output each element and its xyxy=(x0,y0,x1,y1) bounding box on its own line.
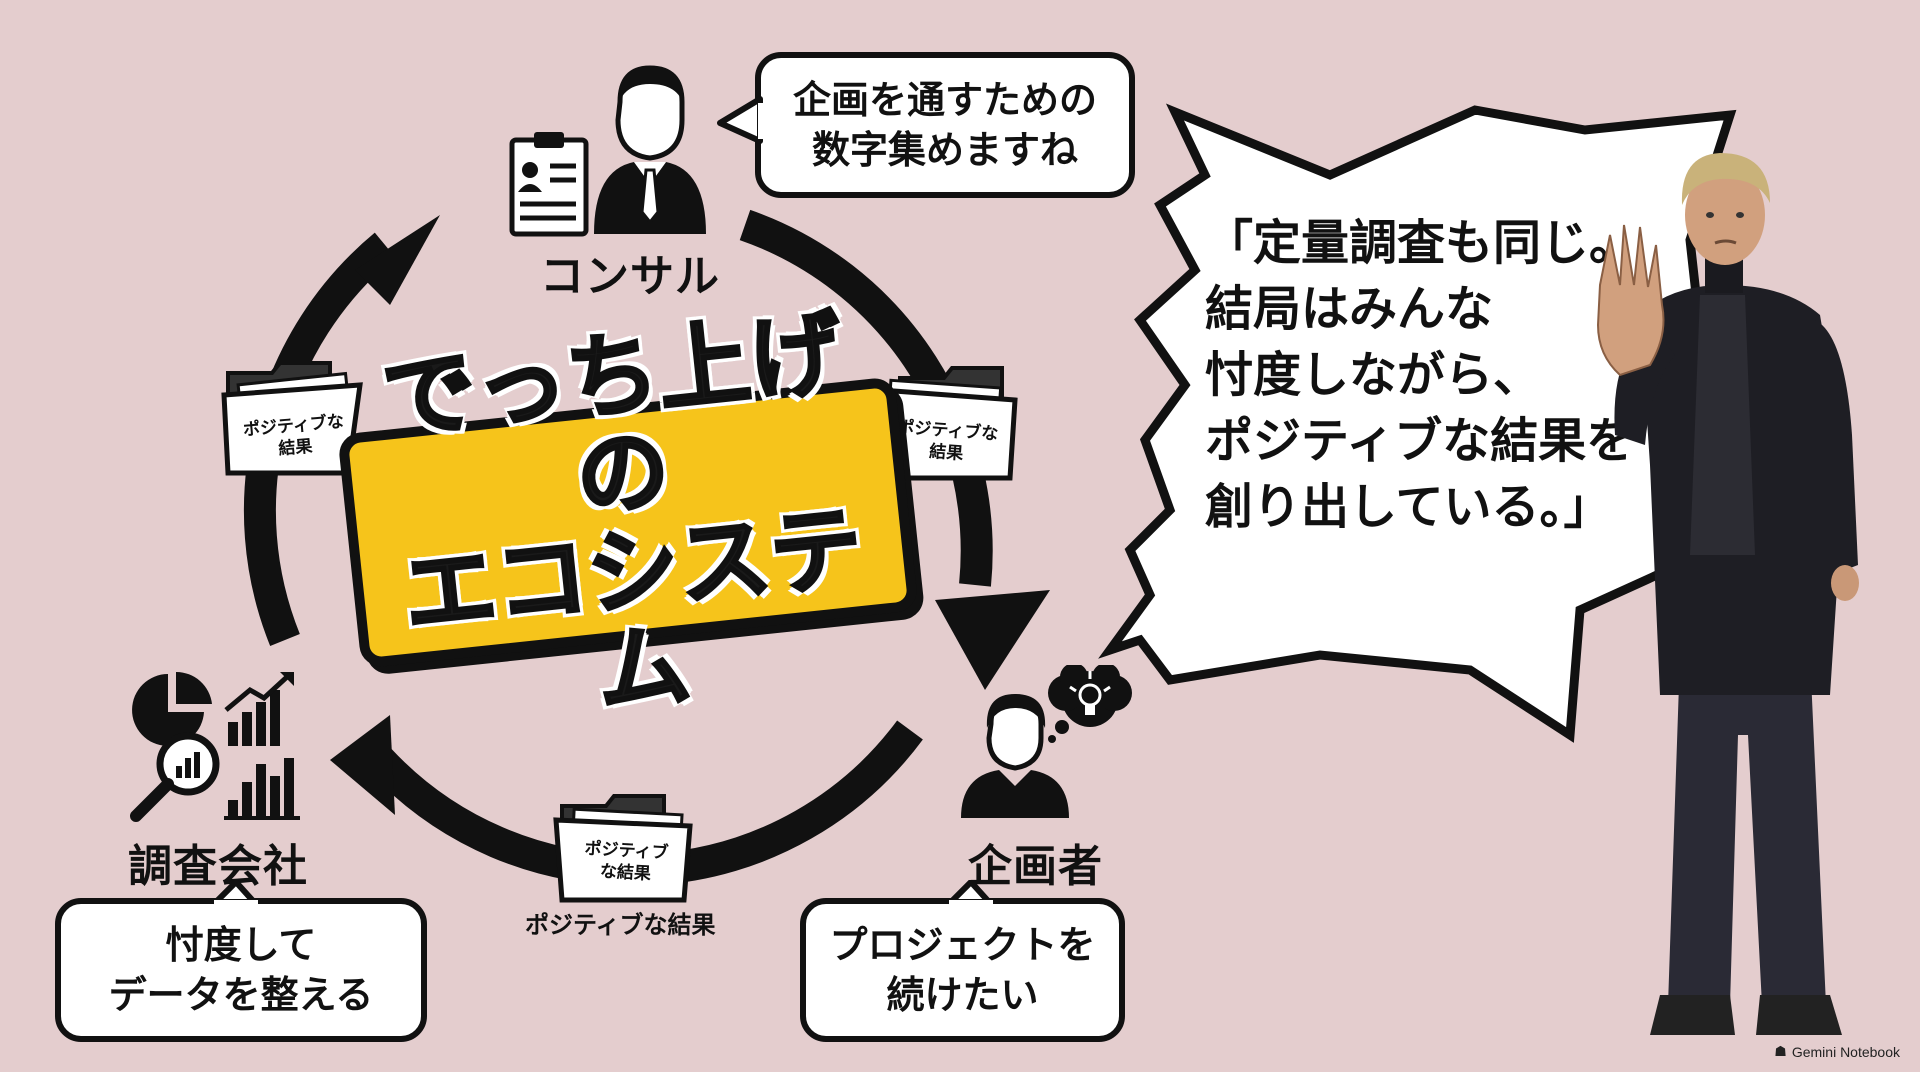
arrowhead-planner xyxy=(935,590,1050,690)
watermark: ☗ Gemini Notebook xyxy=(1774,1043,1900,1060)
consultant-bubble-text: 企画を通すための 数字集めますね xyxy=(792,78,1097,172)
planner-icon xyxy=(961,694,1069,818)
character-figure xyxy=(1596,153,1859,1035)
data-analysis-icon xyxy=(130,672,300,822)
flow-caption-bottom: ポジティブな結果 xyxy=(525,911,716,939)
gemini-logo-icon: ☗ xyxy=(1774,1043,1787,1059)
consultant-label: コンサル xyxy=(540,251,720,302)
planner-label: 企画者 xyxy=(968,841,1103,892)
arrow-consultant-to-planner xyxy=(739,209,993,587)
consultant-bubble-tail xyxy=(717,96,766,144)
folder-icon-right xyxy=(877,366,1018,481)
quote-text: 「定量調査も同じ。 結局はみんな 忖度しながら、 ポジティブな結果を 創り出して… xyxy=(1205,215,1638,535)
research-company-bubble-tail xyxy=(213,880,258,906)
thought-bubble-icon xyxy=(1048,665,1132,743)
consultant-icon xyxy=(594,65,706,234)
consultant-speech-bubble: 企画を通すための 数字集めますね xyxy=(755,52,1135,198)
planner-bubble-text: プロジェクトを 続けたい xyxy=(829,923,1096,1017)
planner-bubble-tail xyxy=(948,880,993,906)
arrowhead-consultant xyxy=(355,215,440,305)
watermark-text: Gemini Notebook xyxy=(1791,1043,1900,1060)
clipboard-icon xyxy=(509,132,589,237)
research-company-bubble-text: 忖度して データを整える xyxy=(108,923,374,1017)
research-company-speech-bubble: 忖度して データを整える xyxy=(55,898,427,1042)
arrowhead-research xyxy=(330,715,395,815)
research-company-label: 調査会社 xyxy=(128,841,308,892)
folder-icon-bottom xyxy=(553,794,693,903)
